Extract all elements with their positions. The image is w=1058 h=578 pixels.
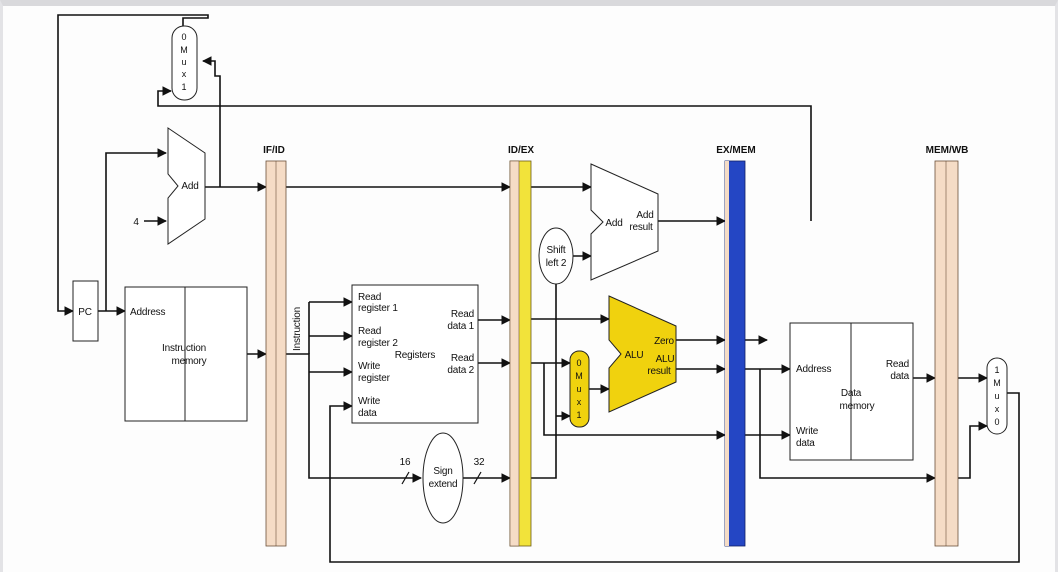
wb-mux-char: x [995,404,1000,414]
shift-left-line1: Shift [546,245,565,256]
dm-title: memory [840,401,875,412]
instruction-memory: Address Instruction memory [124,286,248,422]
read-reg2-label: Read [358,326,381,337]
pc-label: PC [78,307,92,318]
write-data-label: data [358,408,377,419]
constant-four: 4 [133,217,139,228]
alu-label: ALU [625,350,644,361]
top-mux: 0 M u x 1 [171,25,198,101]
pc-register [72,280,99,342]
write-data-label: Write [358,396,381,407]
wire-imm-to-shift [531,284,557,479]
read-reg1-label: register 1 [358,303,398,314]
pipeline-datapath: IF/ID ID/EX EX/MEM MEM/WB PC Add 4 0 M u… [57,14,1020,563]
dm-write-label: Write [796,426,819,437]
instruction-bus-label: Instruction [292,307,303,351]
wire-adder-to-mux [202,56,221,187]
branch-adder-label: Add [605,218,622,229]
pc-adder: Add 4 [133,127,206,245]
pc-block: PC [72,280,99,342]
shift-left-line2: left 2 [546,258,567,269]
stage-label-mem-wb: MEM/WB [926,145,969,156]
dm-address-label: Address [796,364,831,375]
alu-mux-char: 0 [576,358,581,368]
wb-mux-char: M [993,378,1001,388]
sign-extend-out-bits: 32 [474,457,485,468]
read-reg1-label: Read [358,292,381,303]
wire-memwb-to-mux0 [958,421,988,479]
wb-mux-char: u [994,391,999,401]
alu-mux-char: M [575,371,583,381]
alu-mux: 0 M u x 1 [569,350,590,428]
read-data2-label: data 2 [447,365,474,376]
wire-mux-to-pc [57,14,209,316]
stage-label-if-id: IF/ID [263,145,285,156]
wb-mux-shape [986,357,1008,435]
top-mux-shape [171,25,198,101]
branch-adder-shape [590,163,659,281]
alu-result-label: ALU [656,354,675,365]
dm-title: Data [841,388,862,399]
alu-zero-label: Zero [654,336,674,347]
sign-extend: Sign extend 16 32 [400,432,485,524]
wires [57,14,1020,563]
branch-adder-result: result [629,222,653,233]
instruction-memory-box [124,286,248,422]
sign-extend-line2: extend [429,479,458,490]
alu-mux-shape [569,350,590,428]
im-title-line2: memory [172,356,207,367]
alu-mux-char: u [576,384,581,394]
read-reg2-label: register 2 [358,338,398,349]
sign-extend-line1: Sign [433,466,452,477]
top-mux-char: u [181,57,186,67]
wire-rd2-to-exmem [543,363,726,440]
top-mux-char: M [180,45,188,55]
stage-label-id-ex: ID/EX [508,145,534,156]
read-data2-label: Read [451,353,474,364]
branch-adder-result: Add [636,210,653,221]
im-title-line1: Instruction [162,343,206,354]
write-reg-label: Write [358,361,381,372]
data-memory: Address Write data Read data Data memory [789,322,914,461]
registers-title: Registers [395,350,436,361]
shift-left-shape [538,227,574,285]
im-address-label: Address [130,307,165,318]
alu-result-label: result [647,366,671,377]
alu-mux-char: 1 [576,410,581,420]
wire-instruction-bus [286,353,400,479]
branch-adder: Add Add result [590,163,659,281]
pipeline-registers: IF/ID ID/EX EX/MEM MEM/WB [263,145,969,547]
dm-read-label: Read [886,359,909,370]
sign-extend-shape [422,432,464,524]
alu-shape [608,295,677,413]
read-data1-label: Read [451,309,474,320]
pc-adder-shape [167,127,206,245]
shift-left-2: Shift left 2 [538,227,574,285]
pc-adder-label: Add [181,181,198,192]
alu: ALU Zero ALU result [608,295,677,413]
dm-read-label: data [890,371,909,382]
wb-mux-char: 0 [994,417,999,427]
read-data1-label: data 1 [447,321,474,332]
wire-writeback [329,392,1020,563]
wire-branch-to-mux [157,86,812,221]
top-mux-char: 0 [181,32,186,42]
top-mux-char: x [182,69,187,79]
wb-mux-char: 1 [994,365,999,375]
sign-extend-in-bits: 16 [400,457,411,468]
wire-addr-bypass [759,369,936,483]
alu-mux-char: x [577,397,582,407]
wb-mux: 1 M u x 0 [986,357,1008,435]
write-reg-label: register [358,373,391,384]
stage-label-ex-mem: EX/MEM [716,145,755,156]
register-file: Read register 1 Read register 2 Write re… [351,284,479,424]
mem-wb-register [934,160,959,547]
dm-write-label: data [796,438,815,449]
top-mux-char: 1 [181,82,186,92]
register-file-box [351,284,479,424]
wire-pc-to-adder [105,148,167,311]
